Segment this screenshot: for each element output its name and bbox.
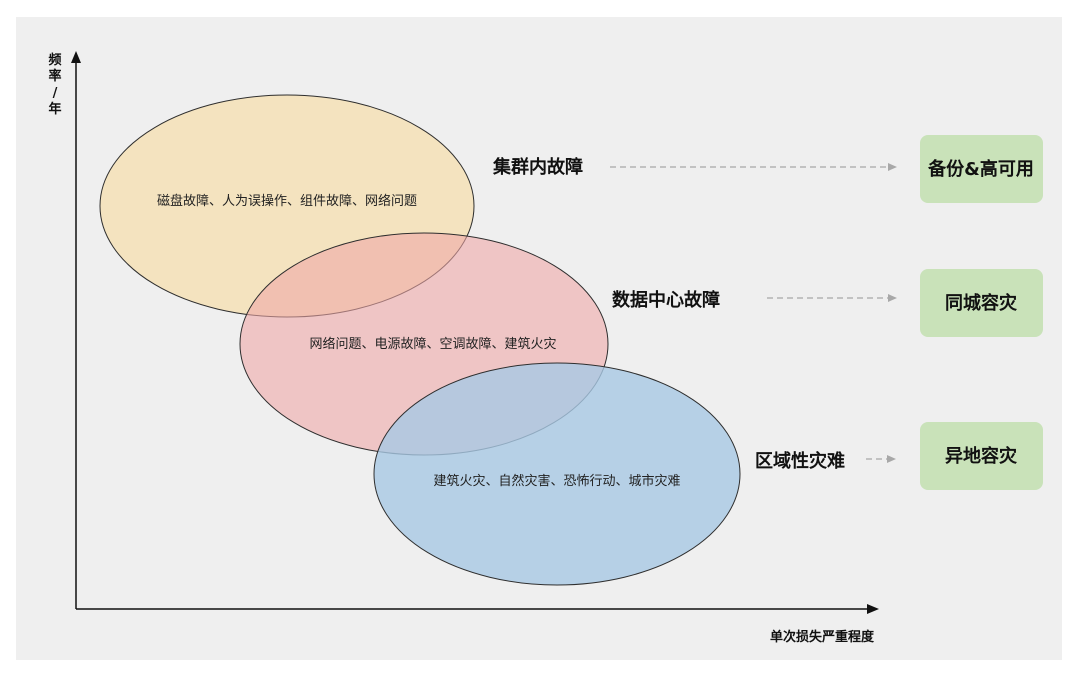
solution-backup: 备份&高可用 <box>927 158 1034 180</box>
category-cluster: 集群内故障 <box>492 156 583 178</box>
ellipse-region <box>373 362 741 586</box>
category-region: 区域性灾难 <box>755 450 845 472</box>
region-causes: 建筑火灾、自然灾害、恐怖行动、城市灾难 <box>433 473 680 489</box>
solution-remote: 异地容灾 <box>945 445 1017 467</box>
arrow-region-head <box>887 455 896 463</box>
solution-box-remote <box>920 422 1043 490</box>
x-axis-arrow <box>867 604 879 614</box>
arrow-datacenter-head <box>888 294 897 302</box>
y-axis-label-char-2: 率 <box>48 68 61 84</box>
arrow-cluster-head <box>888 163 897 171</box>
category-datacenter: 数据中心故障 <box>612 289 720 311</box>
solution-box-backup <box>920 135 1043 203</box>
y-axis-label-char-4: 年 <box>48 101 61 117</box>
y-axis-arrow <box>71 51 81 63</box>
y-axis-label-char-1: 频 <box>48 52 61 68</box>
x-axis-label: 单次损失严重程度 <box>770 629 875 645</box>
y-axis-label-char-3: / <box>53 86 58 101</box>
solution-same-city: 同城容灾 <box>945 292 1017 314</box>
solution-box-same-city <box>920 269 1043 337</box>
datacenter-causes: 网络问题、电源故障、空调故障、建筑火灾 <box>309 336 556 352</box>
cluster-causes: 磁盘故障、人为误操作、组件故障、网络问题 <box>157 193 417 209</box>
